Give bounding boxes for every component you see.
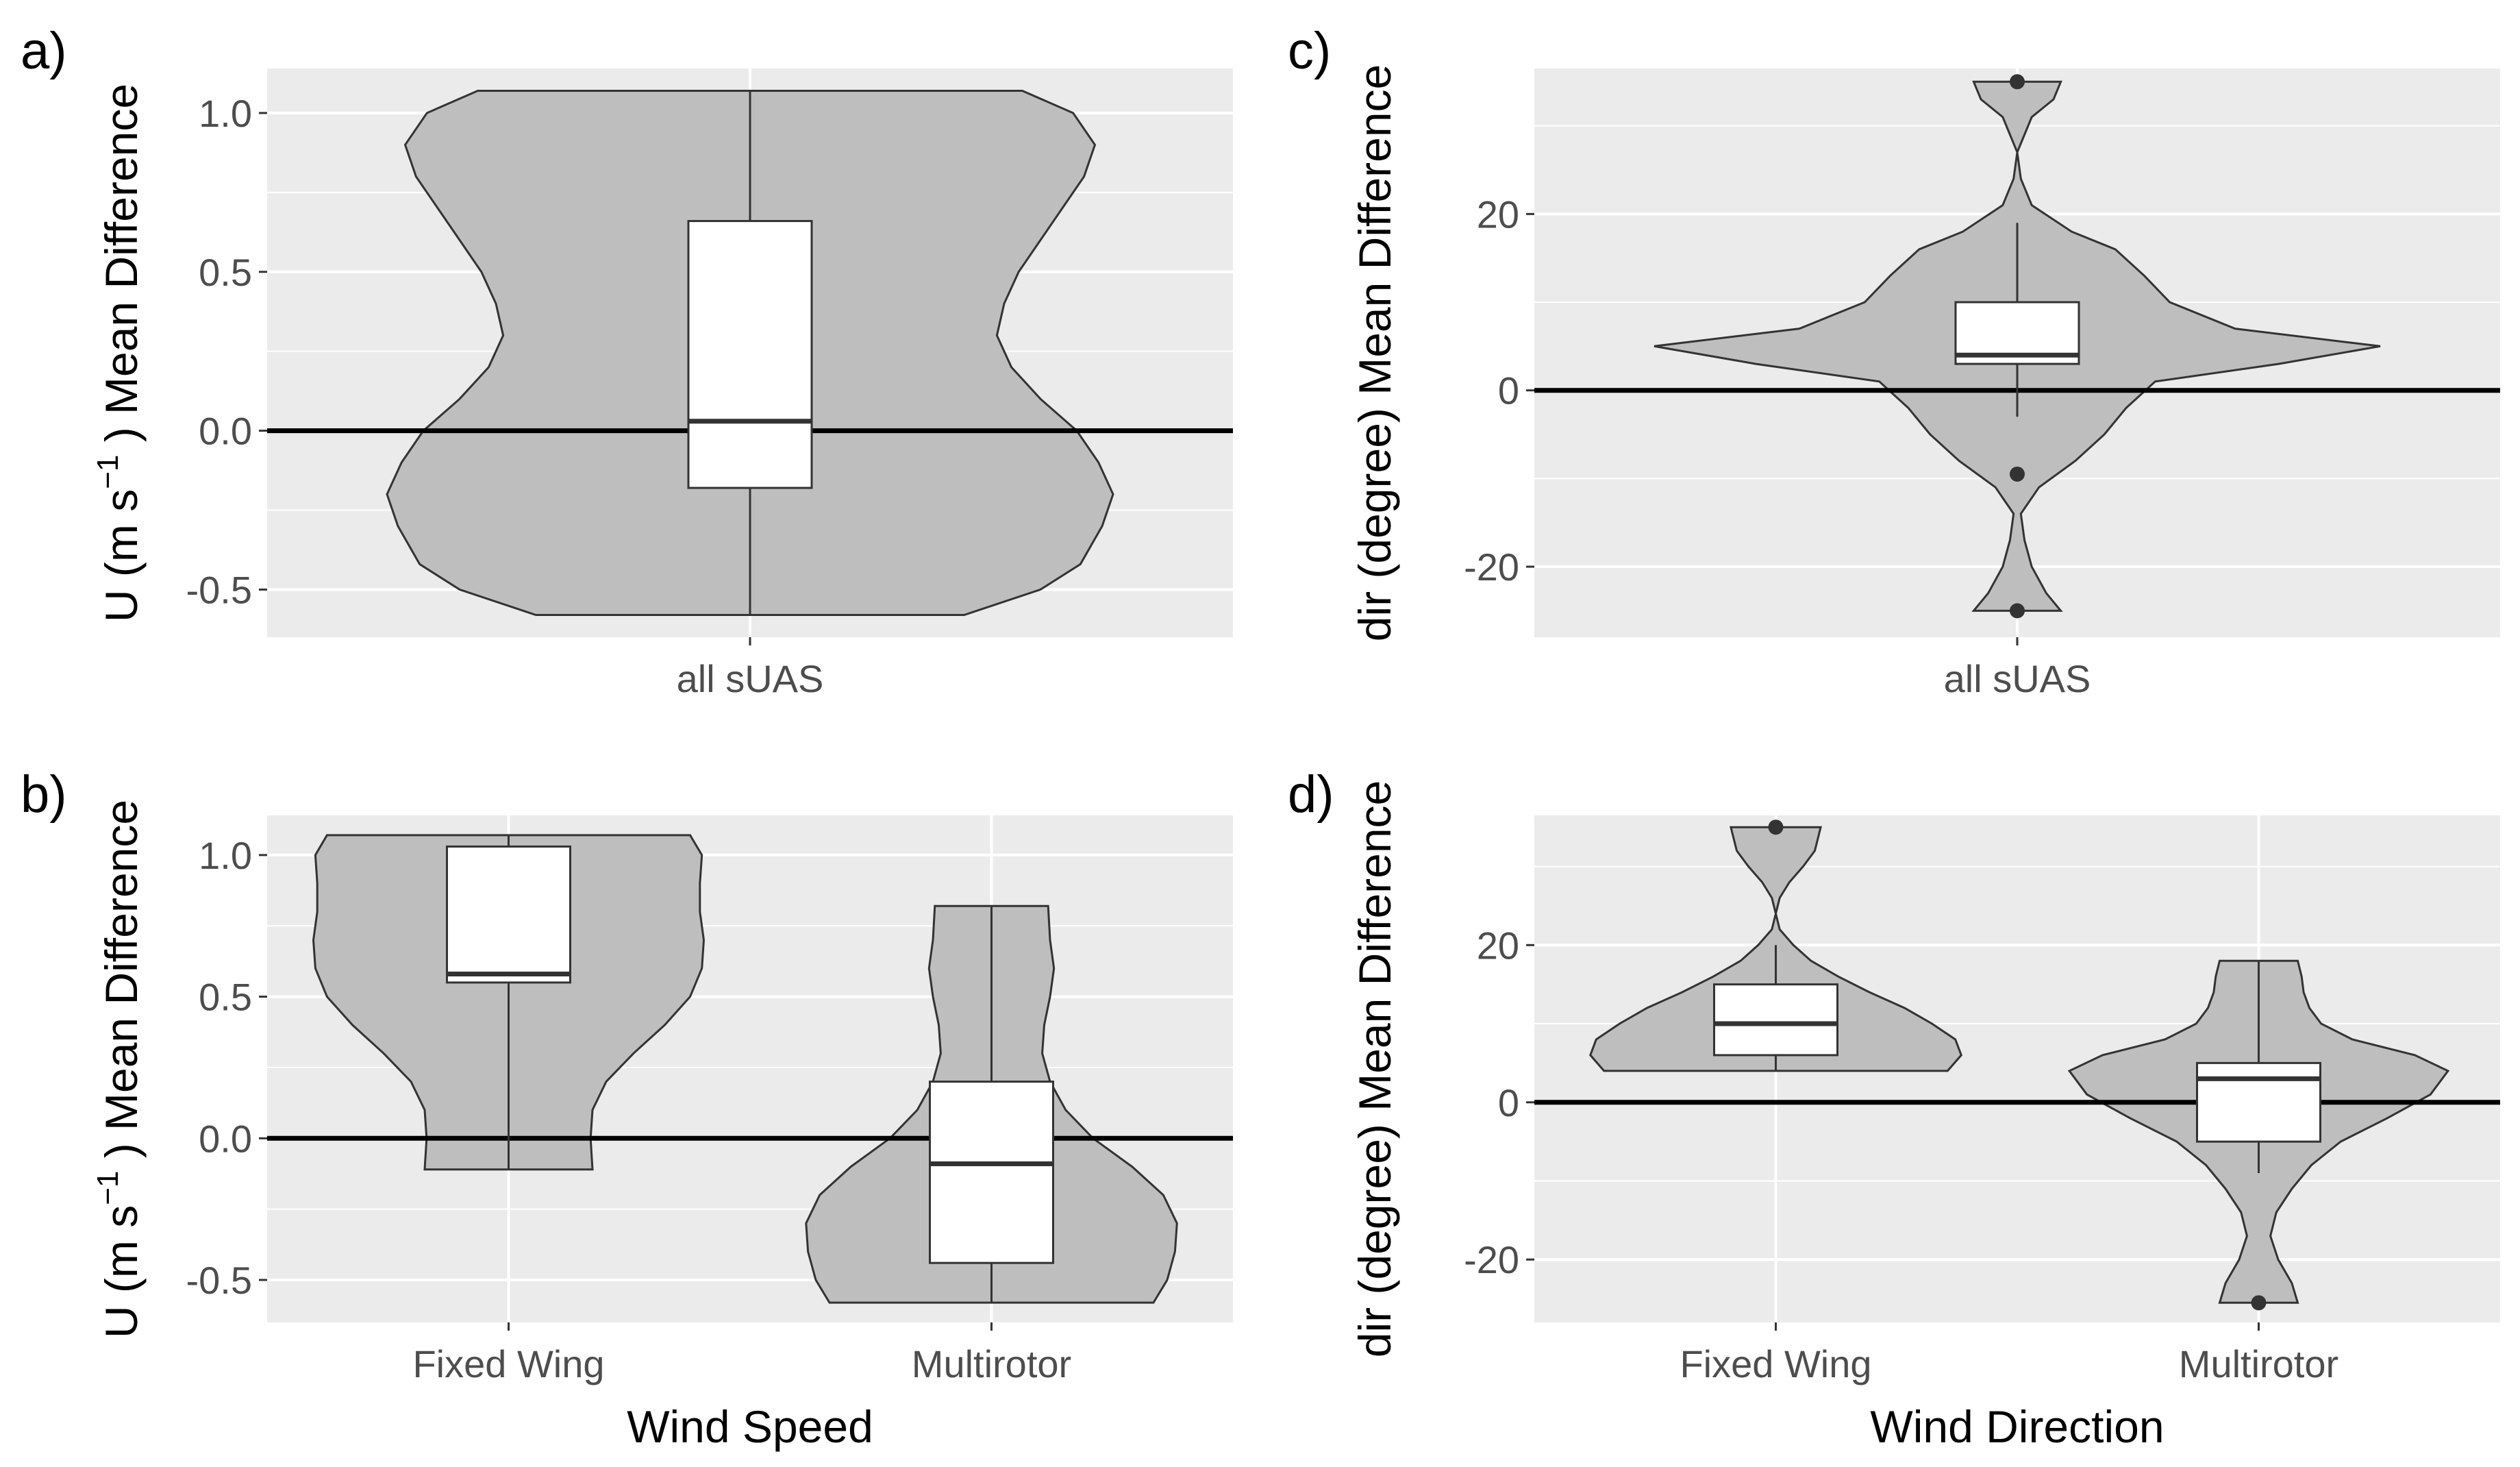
y-tick-label: -20: [1464, 545, 1519, 589]
x-tick-label: Fixed Wing: [1680, 1342, 1871, 1385]
y-tick-label: 20: [1477, 924, 1519, 967]
panel-c: 20 0 -20 all sUAS dir (degree) Mean Differen…: [1288, 22, 2500, 700]
y-tick-label: -0.5: [186, 1259, 253, 1302]
outlier-point: [2010, 466, 2025, 482]
y-tick-label: 20: [1477, 193, 1519, 236]
y-axis-title-tail: ) Mean Difference: [96, 84, 147, 455]
y-tick-label: 0: [1498, 1081, 1519, 1124]
outlier-point: [2251, 1295, 2267, 1311]
y-tick-label: 0.5: [199, 251, 252, 294]
box-fixed-wing: [446, 845, 571, 984]
x-axis-title: Wind Speed: [627, 1401, 873, 1452]
y-axis-title-superscript: −1: [91, 455, 125, 489]
y-axis-title-main: U (m s: [96, 1205, 147, 1338]
y-axis-title-superscript: −1: [91, 1171, 125, 1205]
y-axis-title-main: U (m s: [96, 489, 147, 622]
x-tick-label: Fixed Wing: [412, 1342, 604, 1385]
x-tick-label: Multirotor: [2179, 1342, 2338, 1385]
outlier-point: [2010, 603, 2025, 619]
x-tick-label: all sUAS: [1944, 657, 2091, 700]
y-axis-title: U (m s−1 ) Mean Difference: [91, 800, 147, 1338]
x-axis-title: Wind Direction: [1870, 1401, 2164, 1452]
y-tick-label: -20: [1464, 1238, 1519, 1281]
y-tick-label: 0: [1498, 369, 1519, 412]
panel-tag: d): [1288, 765, 1334, 824]
y-axis-title-tail: ) Mean Difference: [96, 800, 147, 1171]
outlier-point: [1768, 819, 1784, 835]
y-tick-label: 1.0: [199, 834, 252, 877]
box-multirotor: [929, 1081, 1054, 1264]
panel-tag: a): [21, 22, 67, 80]
x-tick-label: all sUAS: [677, 657, 824, 700]
y-tick-label: 0.0: [199, 1117, 252, 1160]
y-axis-title: dir (degree) Mean Difference: [1349, 780, 1400, 1358]
y-tick-label: -0.5: [186, 568, 253, 611]
panel-tag: b): [21, 765, 67, 824]
outlier-point: [2010, 74, 2025, 90]
x-tick-label: Multirotor: [912, 1342, 1071, 1385]
y-tick-label: 0.0: [199, 410, 252, 453]
box-fixed-wing: [1713, 983, 1838, 1057]
box-multirotor: [2196, 1061, 2321, 1143]
y-tick-label: 1.0: [199, 92, 252, 135]
box-all-suas: [687, 220, 813, 489]
y-axis-title: U (m s−1 ) Mean Difference: [91, 84, 147, 622]
panel-tag: c): [1288, 22, 1331, 80]
panel-a: 1.0 0.5 0.0 -0.5 all sUAS U (m s−1 ) Mean Dif…: [21, 22, 1233, 700]
y-axis-title: dir (degree) Mean Difference: [1349, 64, 1400, 642]
y-tick-label: 0.5: [199, 976, 252, 1019]
